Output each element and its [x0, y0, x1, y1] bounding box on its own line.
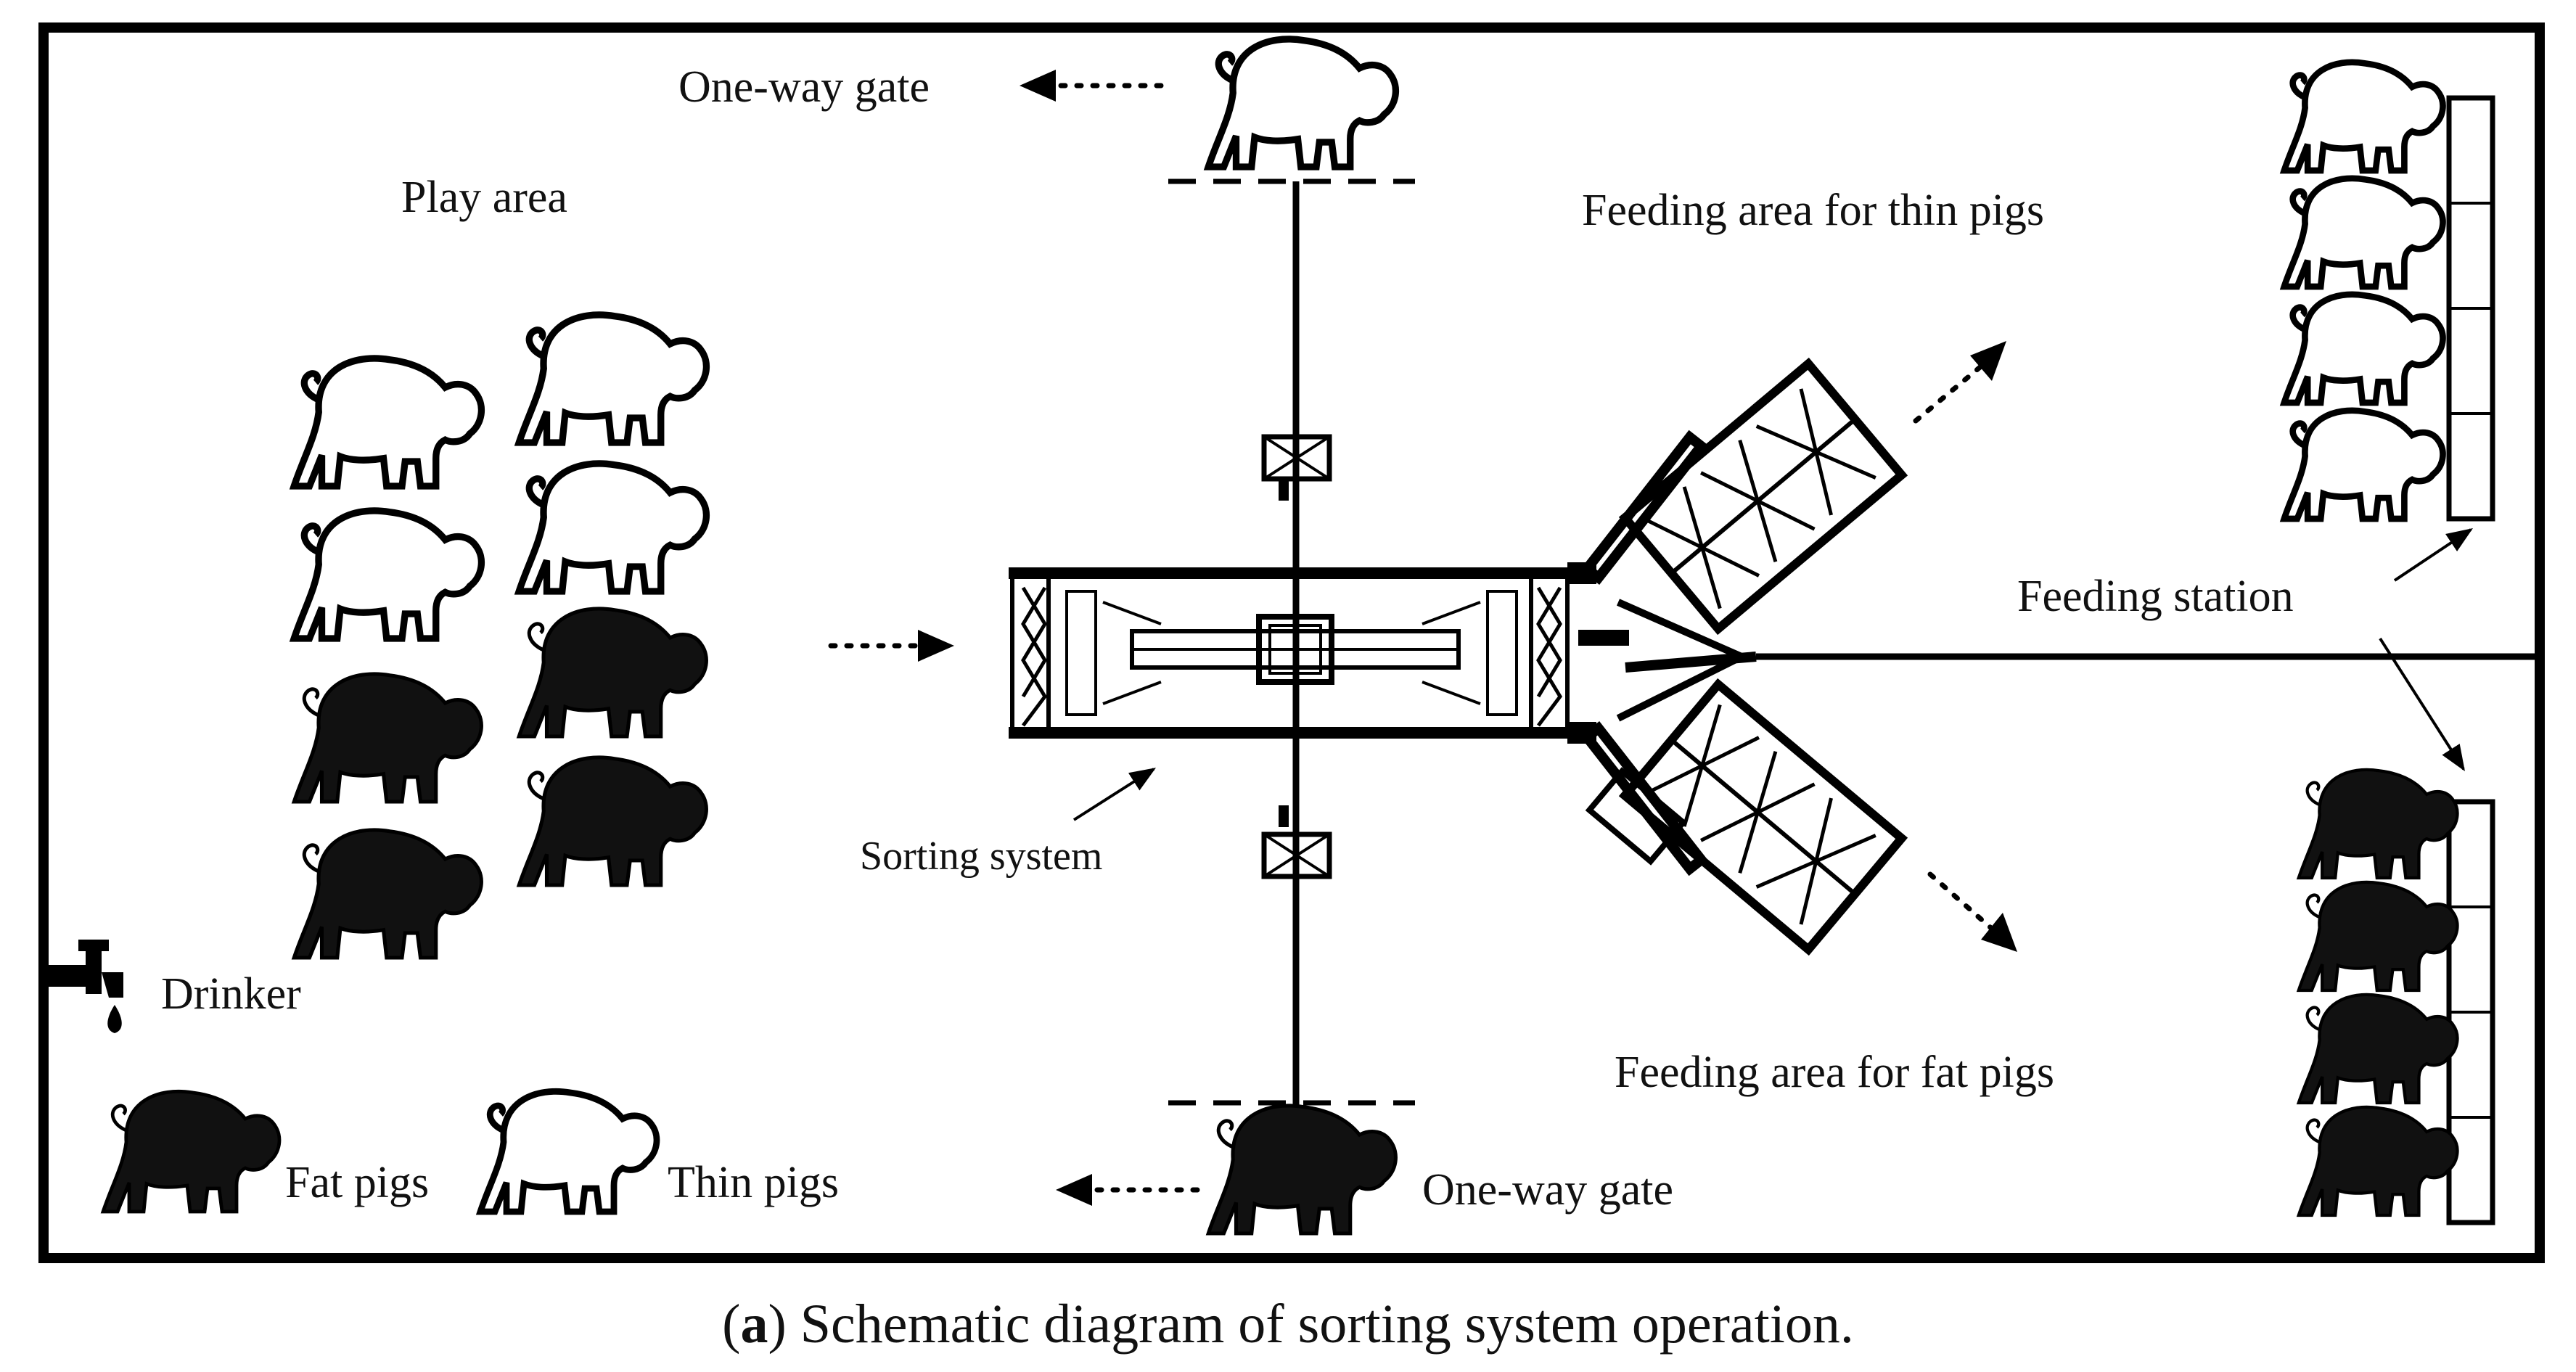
pig-outline-icon: [2284, 178, 2443, 287]
label-drinker: Drinker: [161, 969, 301, 1019]
label-play-area: Play area: [401, 173, 567, 222]
pig-solid-icon: [2299, 770, 2458, 878]
enclosure-frame: [38, 22, 2545, 1263]
pig-outline-icon: [2284, 62, 2443, 171]
label-one-way-gate-bottom: One-way gate: [1422, 1165, 1673, 1215]
pig-solid-icon: [2299, 995, 2458, 1103]
legend-fat-label: Fat pigs: [285, 1158, 429, 1207]
feeding-station-thin: [2446, 95, 2495, 522]
pig-outline-icon: [519, 464, 706, 591]
pig-outline-icon: [480, 1091, 657, 1212]
pig-solid-icon: [519, 757, 706, 885]
pig-outline-icon: [294, 511, 481, 638]
pig-solid-icon: [294, 674, 481, 802]
arrow-to-fat: [1927, 871, 1995, 932]
label-feeding-fat: Feeding area for fat pigs: [1615, 1048, 2054, 1097]
faucet-icon: [45, 940, 123, 1033]
pointer-station-thin: [2393, 528, 2473, 582]
pig-solid-icon: [2299, 1107, 2458, 1215]
pig-solid-icon: [2299, 882, 2458, 990]
sorting-machine: [1009, 357, 1908, 956]
arrow-to-thin: [1913, 363, 1984, 424]
pig-solid-icon: [294, 830, 481, 958]
pig-outline-icon: [1208, 39, 1395, 167]
pig-solid-icon: [519, 609, 706, 736]
pointer-sorting: [1072, 768, 1157, 821]
label-feeding-station: Feeding station: [2017, 572, 2294, 621]
legend-thin-label: Thin pigs: [668, 1158, 839, 1207]
pointer-station-fat: [2379, 637, 2465, 772]
label-sorting-system: Sorting system: [860, 834, 1102, 879]
pig-solid-icon: [1208, 1106, 1395, 1233]
pig-outline-icon: [2284, 295, 2443, 403]
label-feeding-thin: Feeding area for thin pigs: [1582, 186, 2044, 235]
feeding-station-fat: [2446, 799, 2495, 1225]
pig-outline-icon: [2284, 411, 2443, 519]
label-one-way-gate-top: One-way gate: [678, 62, 930, 112]
pig-solid-icon: [103, 1091, 279, 1212]
figure-caption: (a) Schematic diagram of sorting system …: [722, 1294, 1854, 1355]
pig-outline-icon: [294, 358, 481, 486]
pig-outline-icon: [519, 315, 706, 443]
